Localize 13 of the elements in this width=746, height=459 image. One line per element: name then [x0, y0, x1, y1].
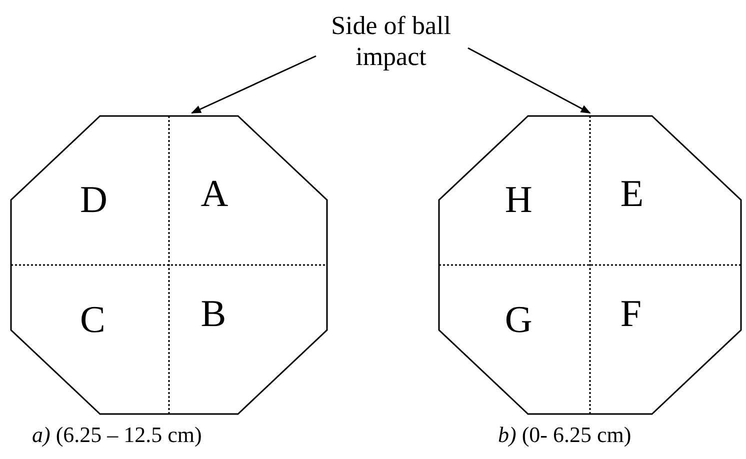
arrow [468, 47, 591, 114]
quadrant-letter: H [504, 181, 532, 219]
quadrant-letter: A [200, 175, 228, 213]
annotation-text: Side of ball impact [330, 10, 452, 72]
quadrant-letter: D [80, 181, 108, 219]
quadrant-letter: G [504, 301, 532, 339]
panel-label: a) (6.25 – 12.5 cm) [32, 421, 202, 448]
panel-label: b) (0- 6.25 cm) [498, 421, 632, 448]
quadrant-letter: C [80, 301, 106, 339]
arrow [190, 55, 316, 114]
quadrant-letter: F [620, 295, 642, 333]
quadrant-letter: E [620, 175, 644, 213]
quadrant-letter: B [200, 295, 226, 333]
